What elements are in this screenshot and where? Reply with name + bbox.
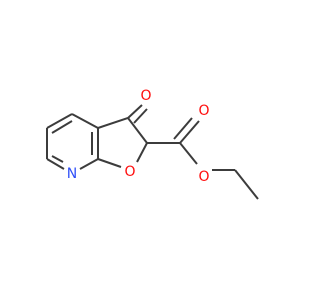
bond-n-c6-inner <box>51 155 64 163</box>
molecule-diagram: O O O O N <box>46 88 259 200</box>
bond-c4-c5 <box>46 113 73 129</box>
bond-c-ester-o-carbonyl <box>179 120 200 144</box>
bond-c5-c3a <box>71 113 99 129</box>
atom-o-ketone: O <box>140 88 151 104</box>
atom-o-ester-ether: O <box>198 169 209 185</box>
bond-c2-c3 <box>127 117 148 144</box>
bond-ch2-ch3 <box>234 169 259 200</box>
bond-c3-o-ketone <box>127 104 143 119</box>
atom-o-ring: O <box>124 164 135 180</box>
bond-c-ester-o-ether <box>179 142 198 165</box>
bond-c3-o-ketone-2 <box>133 108 148 124</box>
bond-c7a-o1 <box>97 158 122 168</box>
bond-layer <box>46 104 259 200</box>
bond-n-c6 <box>46 158 65 170</box>
bond-c-ester-o-carbonyl-2 <box>173 117 193 140</box>
atom-n-ring: N <box>67 166 77 182</box>
molecule-structure-svg: O O O O N <box>46 88 259 200</box>
bond-o1-c2 <box>136 142 148 163</box>
atom-o-ester-carbonyl: O <box>198 103 209 119</box>
atom-label-layer: O O O O N <box>67 88 210 185</box>
bond-c7a-n <box>79 158 99 170</box>
bond-c4-c5-inner <box>51 120 73 134</box>
bond-c3a-c3 <box>97 117 129 129</box>
